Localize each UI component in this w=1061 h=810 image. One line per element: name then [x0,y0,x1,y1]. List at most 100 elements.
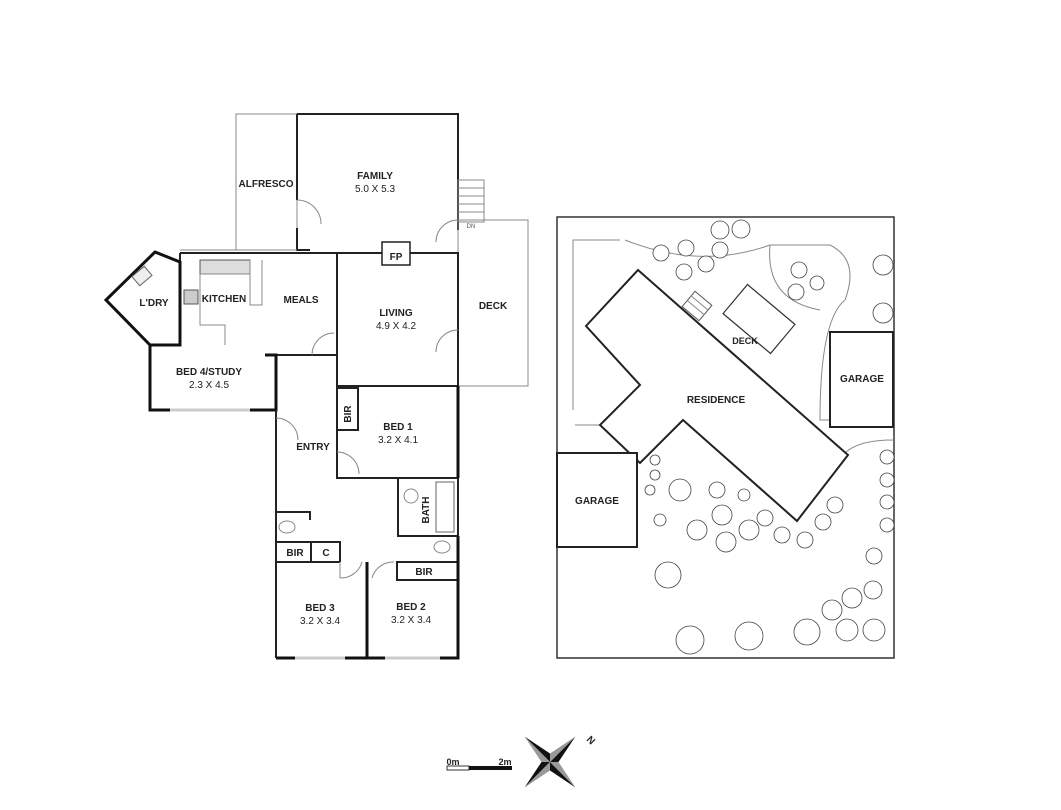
room-size-family: 5.0 X 5.3 [355,184,395,195]
tree-icon [872,302,894,324]
tree-icon [668,478,692,502]
room-size-bed4: 2.3 X 4.5 [189,380,229,391]
site-plan: RESIDENCE DECK GARAGE GARAGE [556,216,895,659]
tree-icon [710,220,730,240]
room-label-bed4: BED 4/STUDY [176,367,242,378]
tree-icon [654,561,682,589]
bathtub-icon [435,481,455,533]
tree-icon [826,496,844,514]
room-label-bir3: BIR [286,548,304,559]
tree-icon [649,454,661,466]
room-size-bed3: 3.2 X 3.4 [300,616,340,627]
room-size-living: 4.9 X 4.2 [376,321,416,332]
room-label-bed3: BED 3 [305,603,335,614]
sink-icon [183,289,199,305]
tree-icon [841,587,863,609]
bath-walls [397,478,459,537]
tree-icon [862,618,886,642]
room-label-laundry: L'DRY [139,298,169,309]
tree-icon [686,519,708,541]
laundry-walls [103,250,182,347]
tree-icon [809,275,825,291]
scale-end-label: 2m [498,757,511,767]
tree-icon [773,526,791,544]
trees [644,219,895,655]
residence-outline [584,268,850,523]
room-label-family: FAMILY [357,171,393,182]
driveway-lines [572,239,894,426]
room-label-bed2: BED 2 [396,602,426,613]
room-label-alfresco: ALFRESCO [239,179,294,190]
room-label-bed1: BED 1 [383,422,413,433]
bed1-bir [337,387,359,431]
basin-icon [403,488,419,504]
tree-icon [796,531,814,549]
room-label-deck: DECK [479,301,508,312]
tree-icon [653,513,667,527]
site-label-deck: DECK [732,336,758,346]
living-walls [336,252,459,387]
compass-north-label: N [584,734,597,747]
tree-icon [711,504,733,526]
tree-icon [793,618,821,646]
scale-bar: 0m 2m [446,757,512,771]
tree-icon [708,481,726,499]
tree-icon [790,261,808,279]
tree-icon [737,488,751,502]
room-size-bed1: 3.2 X 4.1 [378,435,418,446]
toilet-icon [278,520,296,534]
site-label-residence: RESIDENCE [687,395,746,406]
tree-icon [879,517,895,533]
tree-icon [675,625,705,655]
room-label-fp: FP [390,252,403,263]
room-label-living: LIVING [379,308,413,319]
tree-icon [835,618,859,642]
tree-icon [677,239,695,257]
tree-icon [734,621,764,651]
tree-icon [787,283,805,301]
toilet-icon [433,540,451,554]
tree-icon [675,263,693,281]
room-label-bir1: BIR [343,405,354,423]
room-label-kitchen: KITCHEN [202,294,246,305]
room-label-bath: BATH [421,496,432,523]
tree-icon [649,469,661,481]
compass-rose-icon [524,736,576,788]
tree-icon [863,580,883,600]
floor-plan: DN [103,113,529,660]
tree-icon [731,219,751,239]
scale-start-label: 0m [446,757,459,767]
site-deck [722,283,796,355]
site-boundary [556,216,895,659]
door-swing [296,199,322,225]
tree-icon [879,449,895,465]
site-stairs [681,290,713,322]
tree-icon [644,484,656,496]
tree-icon [697,255,715,273]
garage-right [829,331,894,428]
site-label-garage-right: GARAGE [840,374,884,385]
laundry-tub-icon [131,265,153,287]
stairs-dn-label: DN [467,224,476,230]
room-size-bed2: 3.2 X 3.4 [391,615,431,626]
tree-icon [715,531,737,553]
tree-icon [814,513,832,531]
room-label-meals: MEALS [284,295,319,306]
stove-icon [199,259,251,275]
room-label-bir2: BIR [415,567,433,578]
site-label-garage-left: GARAGE [575,496,619,507]
tree-icon [879,494,895,510]
fireplace [381,241,411,266]
garage-left [556,452,638,548]
tree-icon [872,254,894,276]
tree-icon [865,547,883,565]
tree-icon [879,472,895,488]
tree-icon [711,241,729,259]
tree-icon [652,244,670,262]
room-label-cupboard: C [322,548,329,559]
tree-icon [738,519,760,541]
tree-icon [756,509,774,527]
tree-icon [821,599,843,621]
stairs: DN [457,179,485,230]
